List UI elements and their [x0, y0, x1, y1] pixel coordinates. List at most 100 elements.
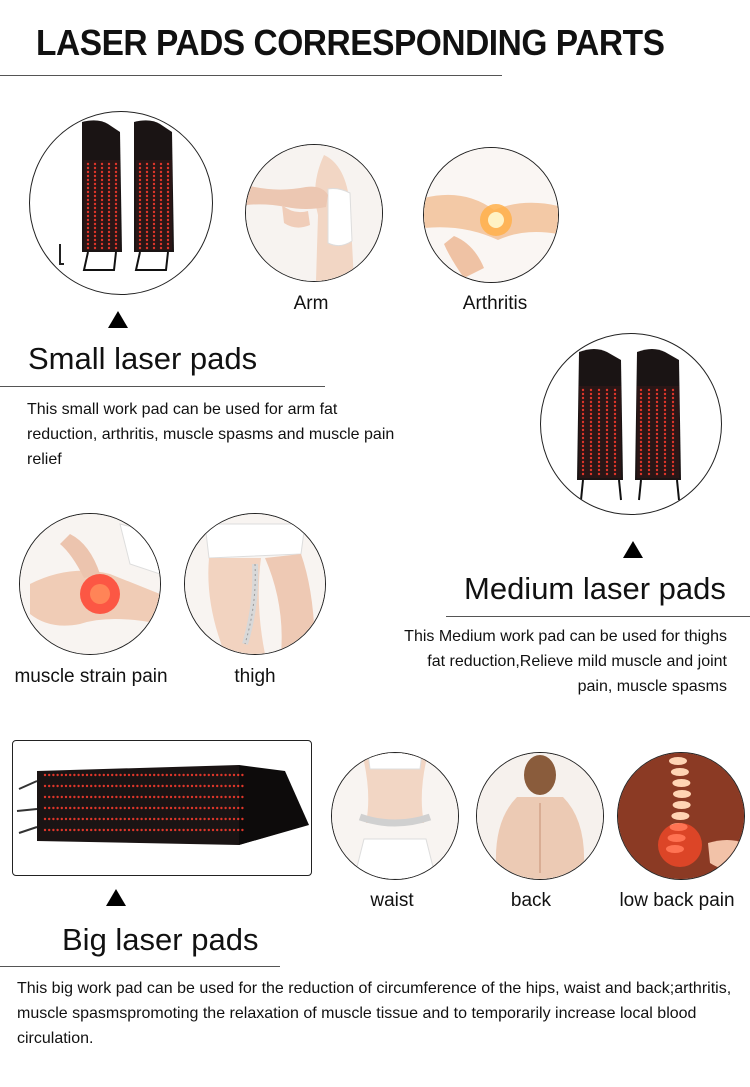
led-dot	[102, 784, 106, 788]
led-dot	[86, 186, 90, 190]
led-dot	[152, 174, 156, 178]
led-dot	[220, 806, 223, 810]
led-dot	[145, 230, 149, 234]
medium-divider	[446, 616, 750, 617]
led-dot	[165, 806, 168, 810]
led-dot	[161, 828, 164, 832]
led-dot	[73, 806, 76, 810]
led-dot	[106, 828, 110, 832]
led-dot	[224, 817, 227, 821]
led-dot	[138, 206, 142, 210]
led-dot	[100, 198, 104, 202]
led-dot	[48, 795, 51, 799]
led-dot	[166, 178, 170, 182]
led-dot	[655, 420, 659, 424]
led-dot	[107, 238, 111, 242]
medium-description-line: fat reduction,Relieve mild muscle and jo…	[427, 653, 727, 670]
led-dot	[199, 806, 202, 810]
small-heading: Small laser pads	[28, 341, 258, 376]
led-dot	[613, 436, 617, 440]
led-dot	[56, 817, 59, 821]
led-dot	[69, 806, 72, 810]
led-dot	[597, 452, 601, 456]
led-dot	[152, 194, 156, 198]
led-dot	[174, 773, 177, 777]
led-dot	[48, 784, 51, 788]
led-dot	[671, 416, 675, 420]
led-dot	[85, 795, 89, 799]
led-dot	[190, 817, 194, 821]
led-dot	[161, 806, 164, 810]
led-dot	[100, 222, 104, 226]
led-dot	[589, 444, 593, 448]
led-dot	[152, 170, 156, 174]
led-dot	[93, 202, 97, 206]
led-dot	[60, 817, 63, 821]
led-dot	[166, 222, 170, 226]
led-dot	[671, 448, 675, 452]
led-dot	[138, 162, 142, 166]
led-dot	[64, 784, 68, 788]
led-dot	[56, 784, 59, 788]
led-dot	[159, 214, 163, 218]
led-dot	[671, 424, 675, 428]
small-description: This small work pad can be used for arm …	[27, 401, 395, 468]
led-dot	[581, 464, 585, 468]
led-dot	[169, 784, 173, 788]
led-dot	[166, 230, 170, 234]
led-dot	[77, 784, 80, 788]
led-dot	[107, 206, 111, 210]
led-dot	[86, 246, 90, 250]
led-dot	[228, 773, 231, 777]
led-dot	[228, 795, 231, 799]
led-dot	[115, 795, 118, 799]
led-dot	[153, 795, 156, 799]
led-dot	[138, 178, 142, 182]
led-dot	[153, 773, 156, 777]
led-dot	[107, 210, 111, 214]
led-dot	[166, 242, 170, 246]
led-dot	[114, 218, 118, 222]
led-dot	[174, 817, 177, 821]
led-dot	[114, 210, 118, 214]
led-dot	[647, 472, 651, 476]
led-dot	[232, 795, 236, 799]
led-dot	[224, 806, 227, 810]
led-dot	[148, 795, 152, 799]
led-dot	[77, 806, 80, 810]
led-dot	[94, 773, 97, 777]
led-dot	[114, 182, 118, 186]
led-dot	[86, 170, 90, 174]
led-dot	[216, 773, 219, 777]
led-dot	[86, 226, 90, 230]
led-dot	[107, 174, 111, 178]
led-dot	[157, 806, 160, 810]
led-dot	[64, 773, 68, 777]
led-dot	[639, 396, 643, 400]
led-dot	[138, 226, 142, 230]
led-dot	[655, 392, 659, 396]
led-dot	[597, 412, 601, 416]
led-dot	[647, 468, 651, 472]
led-dot	[195, 806, 198, 810]
up-arrow-icon	[108, 311, 128, 328]
vertebra	[672, 790, 691, 798]
led-dot	[166, 210, 170, 214]
led-dot	[613, 464, 617, 468]
led-dot	[56, 773, 59, 777]
waist-caption: waist	[370, 890, 414, 911]
led-dot	[102, 795, 106, 799]
waist-illustration	[332, 753, 458, 879]
led-dot	[639, 428, 643, 432]
led-dot	[106, 817, 110, 821]
led-dot	[138, 186, 142, 190]
led-dot	[159, 242, 163, 246]
led-dot	[207, 773, 210, 777]
led-dot	[237, 817, 240, 821]
led-dot	[77, 828, 80, 832]
led-dot	[159, 226, 163, 230]
small-pad-illustration	[59, 120, 174, 271]
led-dot	[159, 234, 163, 238]
led-dot	[663, 468, 667, 472]
led-dot	[182, 773, 185, 777]
